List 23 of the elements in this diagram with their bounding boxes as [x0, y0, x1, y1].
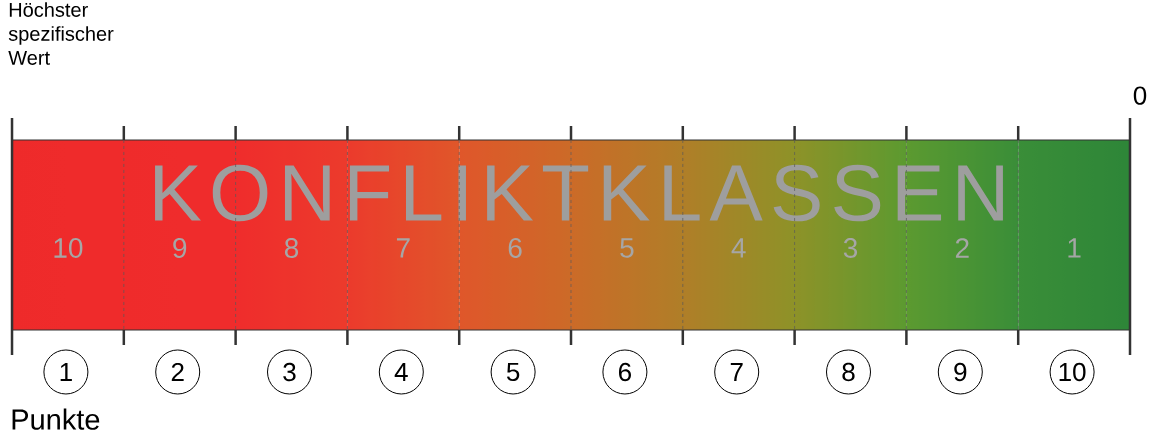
class-number: 7	[396, 238, 410, 258]
class-number: 4	[731, 238, 746, 258]
circled-number: 9	[937, 349, 983, 395]
class-number: 1	[1068, 238, 1081, 258]
circled-number: 5	[490, 349, 536, 395]
class-number: 2	[955, 238, 969, 258]
class-number: 9	[173, 238, 187, 258]
axis-label: Punkte	[12, 408, 100, 430]
class-number: 8	[284, 238, 299, 258]
class-number: 10	[54, 238, 83, 258]
class-number: 5	[620, 238, 634, 258]
circled-number: 8	[826, 349, 871, 395]
circled-number: 6	[602, 349, 648, 395]
circled-number: 3	[267, 349, 312, 395]
circled-number: 4	[378, 349, 424, 395]
circled-number: 7	[714, 349, 760, 395]
circled-number: 10	[1049, 349, 1095, 395]
circled-number: 2	[155, 349, 201, 395]
circled-number: 1	[43, 349, 89, 395]
axis-label: 0	[1133, 86, 1147, 105]
axis-label: Höchster spezifischer Wert	[8, 2, 114, 65]
class-number: 3	[843, 238, 858, 258]
class-number: 6	[508, 238, 522, 258]
